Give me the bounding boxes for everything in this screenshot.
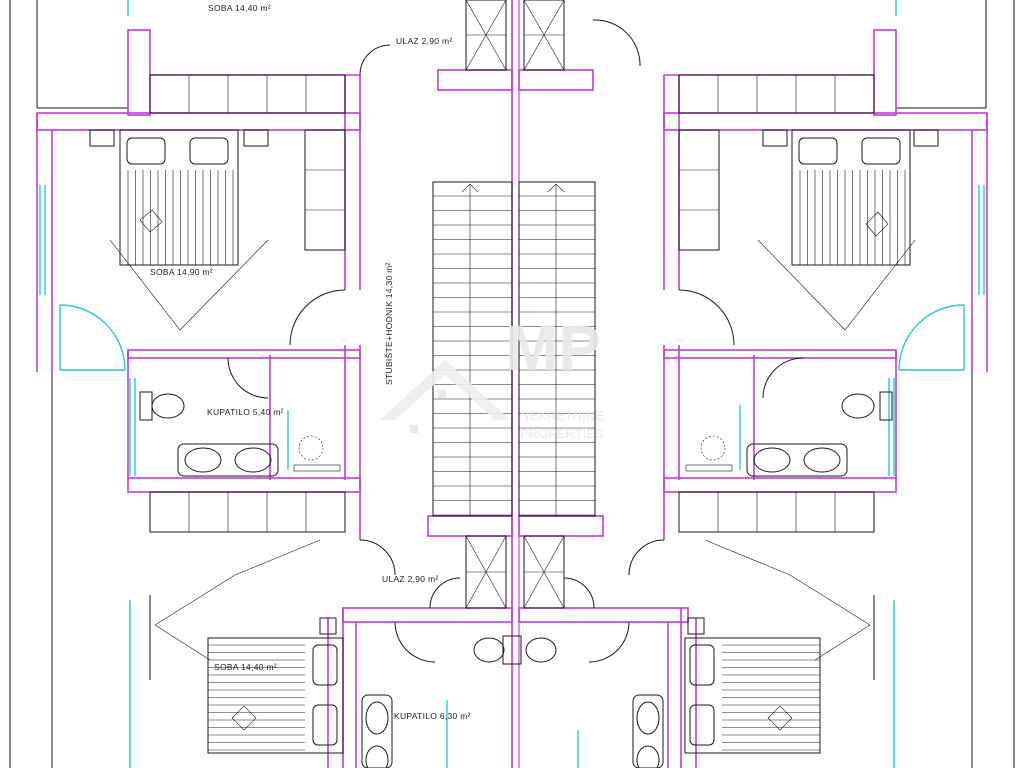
label-ulaz-bottom: ULAZ 2,90 m² xyxy=(382,574,439,584)
outer-walls xyxy=(9,0,1015,768)
windows xyxy=(39,0,985,768)
room-labels: SOBA 14,40 m² ULAZ 2,90 m² SOBA 14,90 m²… xyxy=(150,3,471,721)
label-hodnik: STUBIŠTE+HODNIK 14,30 m² xyxy=(384,262,394,385)
label-kupatilo-bottom: KUPATILO 6,30 m² xyxy=(394,711,471,721)
staircase xyxy=(432,181,596,517)
watermark: MP NEKRETNINE PROPERTIES xyxy=(380,312,604,441)
label-kupatilo-left: KUPATILO 5,40 m² xyxy=(207,407,284,417)
watermark-line2: PROPERTIES xyxy=(520,426,604,441)
watermark-logo: MP xyxy=(505,312,601,384)
label-soba-left: SOBA 14,90 m² xyxy=(150,267,213,277)
door-swings xyxy=(149,19,875,680)
label-soba-top: SOBA 14,40 m² xyxy=(208,3,271,13)
beds xyxy=(89,129,939,754)
label-soba-bottom: SOBA 14,40 m² xyxy=(214,662,277,672)
bathroom-fixtures xyxy=(139,391,893,768)
wardrobes xyxy=(149,74,875,533)
furniture-guides xyxy=(109,239,916,661)
label-ulaz-top: ULAZ 2,90 m² xyxy=(396,36,453,46)
watermark-line1: NEKRETNINE xyxy=(520,408,604,423)
shafts xyxy=(465,0,565,609)
